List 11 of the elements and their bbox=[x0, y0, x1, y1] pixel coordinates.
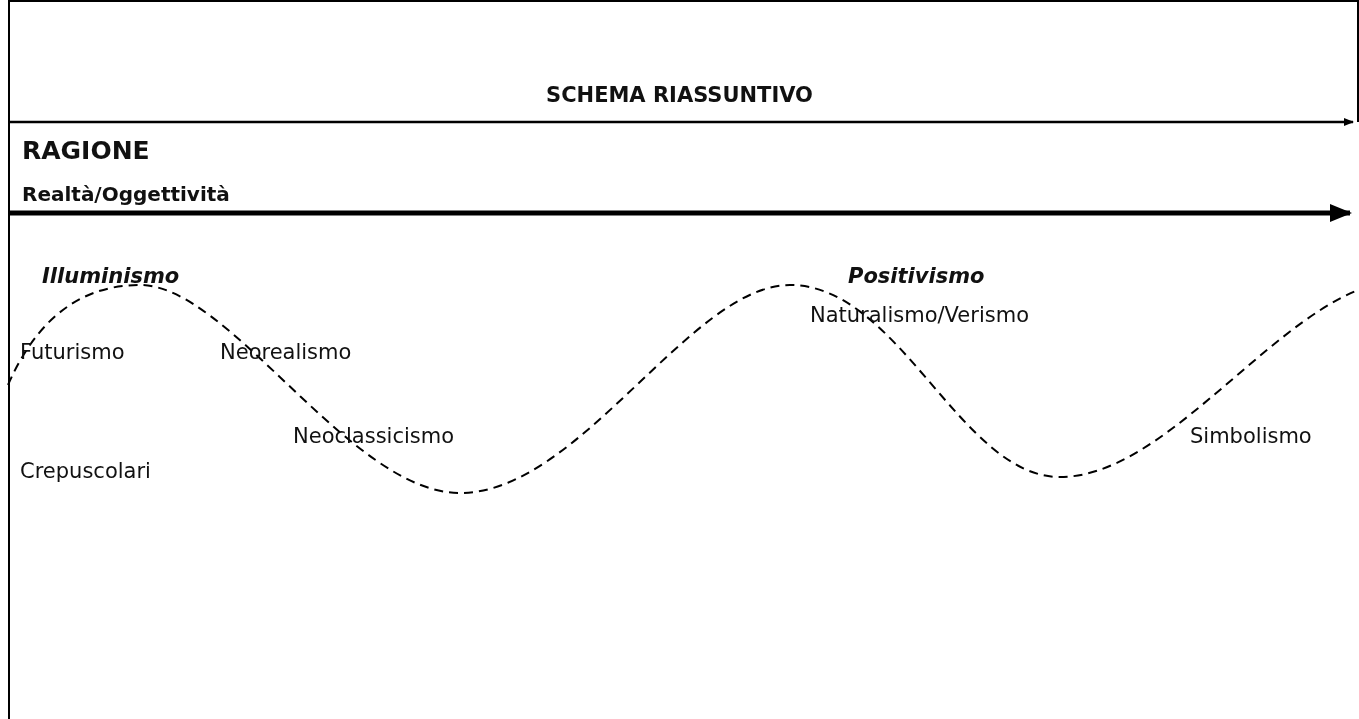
title: SCHEMA RIASSUNTIVO bbox=[546, 83, 813, 107]
section-heading: RAGIONE bbox=[22, 136, 150, 166]
period-label: Positivismo bbox=[848, 264, 985, 290]
subheading: Realtà/Oggettività bbox=[22, 182, 230, 206]
movement-label: Crepuscolari bbox=[20, 459, 151, 485]
movement-label: Neorealismo bbox=[220, 340, 352, 366]
movement-label: Neoclassicismo bbox=[293, 424, 455, 450]
period-label: Illuminismo bbox=[42, 264, 180, 290]
movement-label: Simbolismo bbox=[1190, 424, 1312, 450]
movement-label: Futurismo bbox=[20, 340, 125, 366]
movement-label: Naturalismo/Verismo bbox=[810, 303, 1029, 329]
